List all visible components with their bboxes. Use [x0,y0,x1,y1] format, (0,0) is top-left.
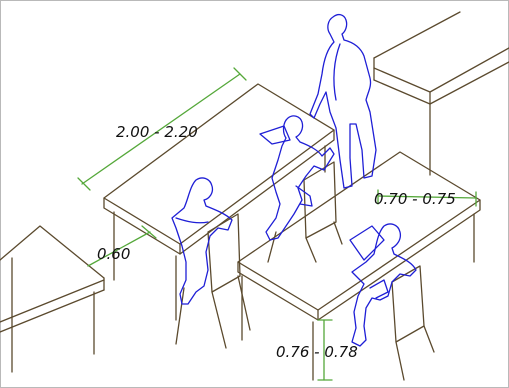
seated-person-middle-figure [259,115,335,241]
dimension-table-depth [87,225,157,267]
standing-person-figure [309,13,377,189]
left-partial-table [0,225,105,373]
label-table-depth: 0.60 [97,245,130,263]
back-table [103,83,335,321]
dimension-table-height [317,319,333,381]
label-table-height: 0.76 - 0.78 [276,343,358,361]
chair-back-left [175,213,251,349]
label-table-length: 2.00 - 2.20 [116,123,198,141]
back-cabinet [373,11,509,176]
seated-person-front-figure [349,223,417,347]
dimension-aisle-width [377,189,477,207]
label-aisle-width: 0.70 - 0.75 [374,190,456,208]
seated-person-left-figure [171,177,233,305]
chair-front [391,265,435,381]
chair-back-middle [267,161,343,263]
dimension-table-length [77,67,247,191]
